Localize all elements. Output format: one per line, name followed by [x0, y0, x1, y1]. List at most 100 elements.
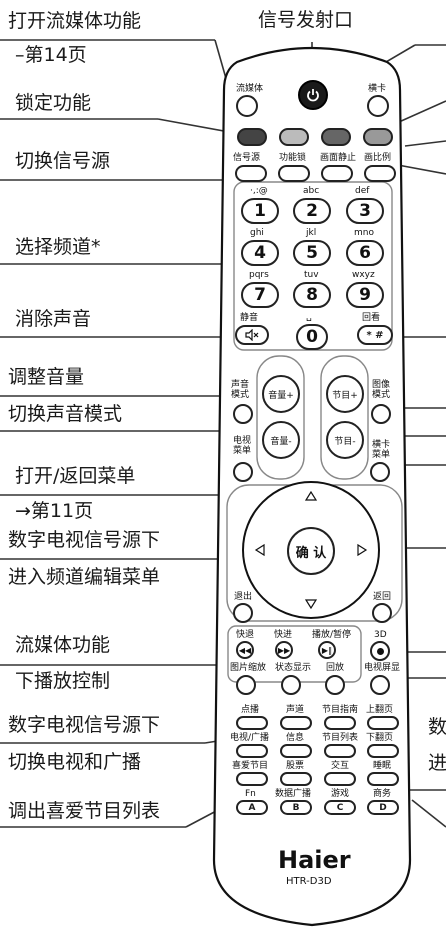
tv-display-button[interactable] — [370, 675, 390, 695]
ratio-button[interactable] — [364, 165, 396, 182]
channel-up-button[interactable]: 节目+ — [326, 375, 364, 413]
fast-forward-button[interactable]: ▶▶ — [275, 641, 293, 659]
tv-radio-label: 电视/广播 — [230, 733, 270, 743]
digit-1-button[interactable]: 1 — [241, 198, 279, 224]
digit-4-button[interactable]: 4 — [241, 240, 279, 266]
fn-d-button[interactable]: D — [367, 800, 399, 815]
card-button-label: 横卡 — [368, 84, 387, 94]
annotation-sound-mode: 切换声音模式 — [8, 403, 123, 425]
freeze-label: 画面静止 — [320, 153, 357, 163]
3d-label: 3D — [374, 630, 387, 640]
play-pause-button[interactable]: ▶‖ — [318, 641, 336, 659]
record-dot-icon — [376, 647, 384, 655]
annotation-stream-ctrl-1: 流媒体功能 — [15, 634, 111, 656]
vod-button[interactable] — [236, 716, 268, 730]
ratio-label: 画比例 — [364, 153, 392, 163]
fast-forward-label: 快进 — [274, 630, 293, 640]
play-pause-label: 播放/暂停 — [312, 630, 352, 640]
exit-label: 退出 — [234, 592, 253, 602]
source-button[interactable] — [235, 165, 267, 182]
interactive-button[interactable] — [324, 772, 356, 786]
replay-label: 回放 — [326, 663, 345, 673]
back-button[interactable]: * # — [357, 325, 393, 345]
digit-0-button[interactable]: 0 — [296, 324, 328, 350]
digit-2-button[interactable]: 2 — [293, 198, 331, 224]
annotation-right-partial-1: 数 — [428, 716, 446, 738]
play-pause-icon: ▶‖ — [321, 645, 333, 655]
fn-a-button[interactable]: A — [236, 800, 268, 815]
power-icon — [307, 89, 319, 102]
3d-button[interactable] — [370, 641, 390, 661]
sleep-label: 睡眠 — [373, 761, 392, 771]
red-key[interactable] — [237, 128, 267, 146]
status-button[interactable] — [281, 675, 301, 695]
back-label: 回看 — [362, 313, 381, 323]
digit-1-sub: ·,:@ — [250, 186, 268, 196]
picture-zoom-button[interactable] — [236, 675, 256, 695]
yellow-key[interactable] — [321, 128, 351, 146]
business-label: 商务 — [373, 789, 392, 799]
tv-radio-button[interactable] — [236, 744, 268, 758]
data-broadcast-label: 数据广播 — [275, 789, 312, 799]
blue-key[interactable] — [363, 128, 393, 146]
sleep-button[interactable] — [367, 772, 399, 786]
info-button[interactable] — [280, 744, 312, 758]
fn-c-button[interactable]: C — [324, 800, 356, 815]
channel-down-button[interactable]: 节目- — [326, 421, 364, 459]
volume-up-button[interactable]: 音量+ — [262, 375, 300, 413]
digit-8-button[interactable]: 8 — [293, 282, 331, 308]
digit-3-button[interactable]: 3 — [346, 198, 384, 224]
stock-button[interactable] — [280, 772, 312, 786]
sound-mode-label: 声音模式 — [231, 380, 250, 400]
picture-mode-label: 图像模式 — [372, 380, 391, 400]
model-name: HTR-D3D — [286, 876, 332, 887]
annotation-lock: 锁定功能 — [15, 92, 92, 114]
audio-channel-button[interactable] — [280, 716, 312, 730]
interactive-label: 交互 — [331, 761, 350, 771]
green-key[interactable] — [279, 128, 309, 146]
card-button[interactable] — [367, 95, 389, 117]
digit-7-button[interactable]: 7 — [241, 282, 279, 308]
return-button[interactable] — [372, 603, 392, 623]
annotation-mute: 消除声音 — [15, 308, 92, 330]
annotation-volume: 调整音量 — [8, 366, 85, 388]
digit-5-button[interactable]: 5 — [293, 240, 331, 266]
annotation-menu: 打开/返回菜单 — [15, 465, 136, 487]
exit-button[interactable] — [233, 603, 253, 623]
annotation-stream-ctrl-2: 下播放控制 — [15, 670, 111, 692]
digit-7-sub: pqrs — [249, 270, 269, 280]
digit-2-sub: abc — [303, 186, 320, 196]
annotation-dtv-radio-1: 数字电视信号源下 — [8, 714, 161, 736]
digit-9-button[interactable]: 9 — [346, 282, 384, 308]
fn-label: Fn — [245, 789, 256, 799]
tv-menu-label: 电视菜单 — [233, 436, 252, 456]
mute-label: 静音 — [240, 313, 259, 323]
digit-6-sub: mno — [354, 228, 374, 238]
sound-mode-button[interactable] — [233, 404, 253, 424]
annotation-streaming: 打开流媒体功能 — [8, 10, 142, 32]
page-down-button[interactable] — [367, 744, 399, 758]
mute-button[interactable] — [235, 325, 269, 345]
picture-mode-button[interactable] — [371, 404, 391, 424]
lock-button[interactable] — [278, 165, 310, 182]
page-up-button[interactable] — [367, 716, 399, 730]
streaming-button-label: 流媒体 — [236, 84, 264, 94]
streaming-button[interactable] — [236, 95, 258, 117]
volume-down-button[interactable]: 音量- — [262, 421, 300, 459]
channel-list-button[interactable] — [324, 744, 356, 758]
card-menu-label: 横卡菜单 — [372, 440, 391, 460]
annotation-menu-page: →第11页 — [15, 500, 94, 522]
card-menu-button[interactable] — [370, 462, 390, 482]
replay-button[interactable] — [325, 675, 345, 695]
power-button[interactable] — [298, 80, 328, 110]
favorites-label: 喜爱节目 — [232, 761, 269, 771]
epg-button[interactable] — [324, 716, 356, 730]
ok-button[interactable]: 确 认 — [287, 527, 335, 575]
fn-b-button[interactable]: B — [280, 800, 312, 815]
tv-menu-button[interactable] — [233, 462, 253, 482]
rewind-button[interactable]: ◀◀ — [236, 641, 254, 659]
favorites-button[interactable] — [236, 772, 268, 786]
freeze-button[interactable] — [321, 165, 353, 182]
digit-3-sub: def — [355, 186, 370, 196]
digit-6-button[interactable]: 6 — [346, 240, 384, 266]
